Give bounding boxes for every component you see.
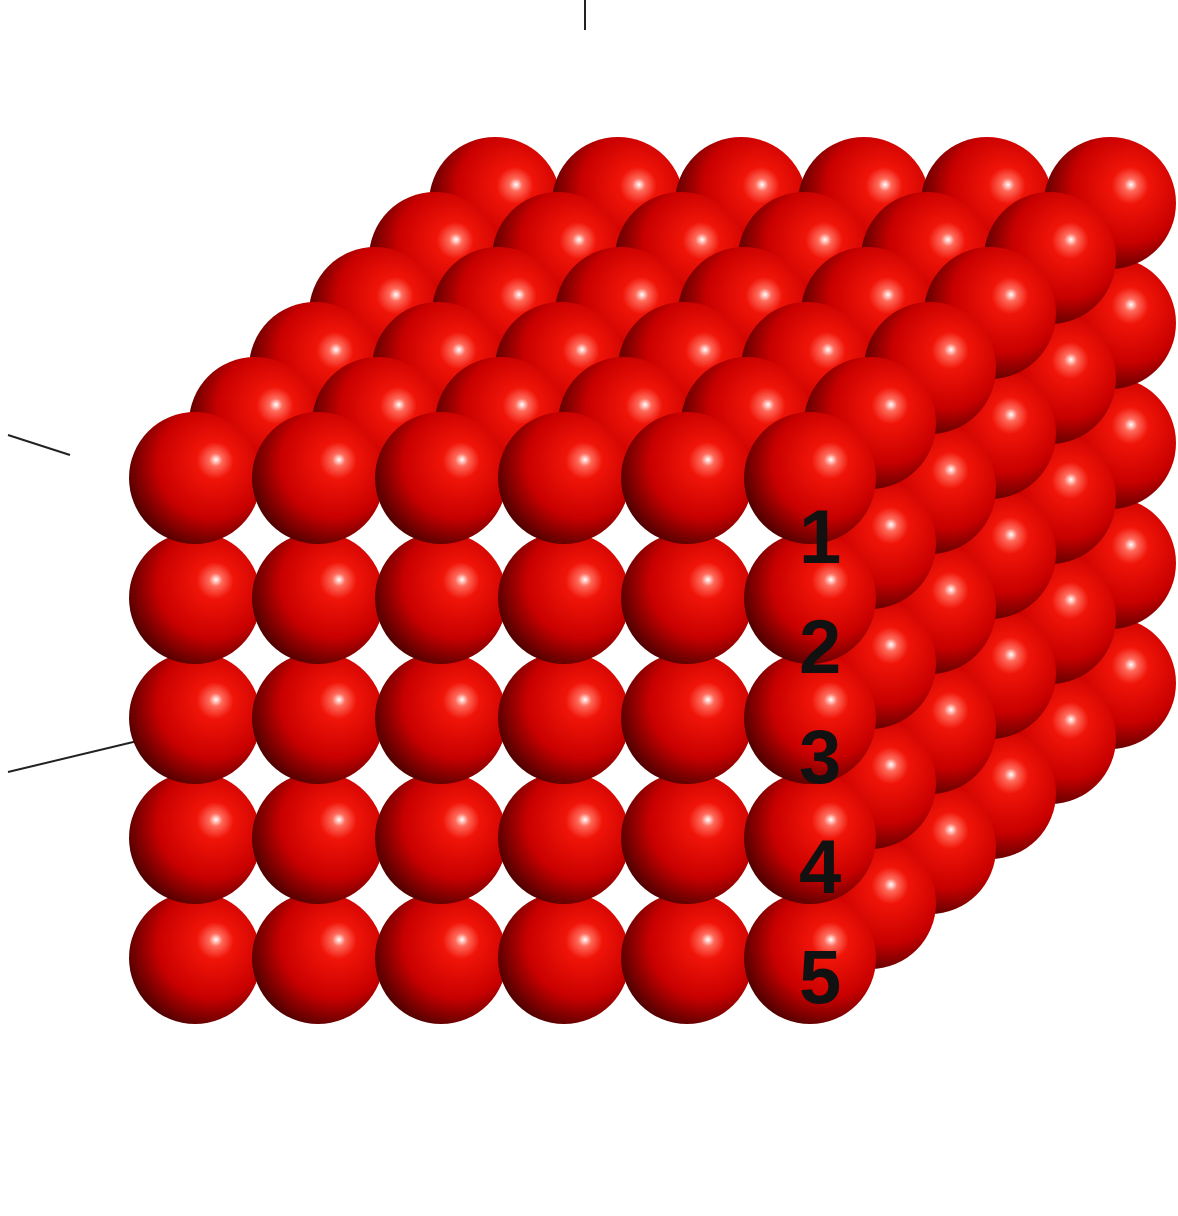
- atom-sphere: [621, 892, 753, 1024]
- callout-number: 4: [799, 829, 841, 905]
- callout-number: 1: [799, 499, 841, 575]
- atom-sphere: [129, 772, 261, 904]
- atom-sphere: [621, 412, 753, 544]
- atom-sphere: [744, 892, 876, 1024]
- atom-sphere: [498, 772, 630, 904]
- atom-sphere: [375, 892, 507, 1024]
- atom-sphere: [498, 532, 630, 664]
- atom-sphere: [252, 412, 384, 544]
- axis-line: [8, 738, 150, 772]
- callout-number: 3: [799, 719, 841, 795]
- atom-sphere: [252, 652, 384, 784]
- atom-sphere: [252, 772, 384, 904]
- atom-sphere: [375, 412, 507, 544]
- atom-sphere: [498, 892, 630, 1024]
- atom-sphere: [129, 892, 261, 1024]
- axis-line: [8, 435, 70, 455]
- atom-sphere: [252, 532, 384, 664]
- atom-sphere: [621, 532, 753, 664]
- atom-sphere: [129, 652, 261, 784]
- atom-sphere: [498, 412, 630, 544]
- atom-sphere: [375, 772, 507, 904]
- atom-sphere: [498, 652, 630, 784]
- atom-sphere: [375, 532, 507, 664]
- atom-sphere: [129, 412, 261, 544]
- callout-number: 2: [799, 609, 841, 685]
- callout-number: 5: [799, 939, 841, 1015]
- atom-sphere: [621, 652, 753, 784]
- atom-sphere: [252, 892, 384, 1024]
- axis-line: [584, 0, 586, 30]
- atom-sphere: [621, 772, 753, 904]
- atom-sphere: [129, 532, 261, 664]
- atom-sphere: [375, 652, 507, 784]
